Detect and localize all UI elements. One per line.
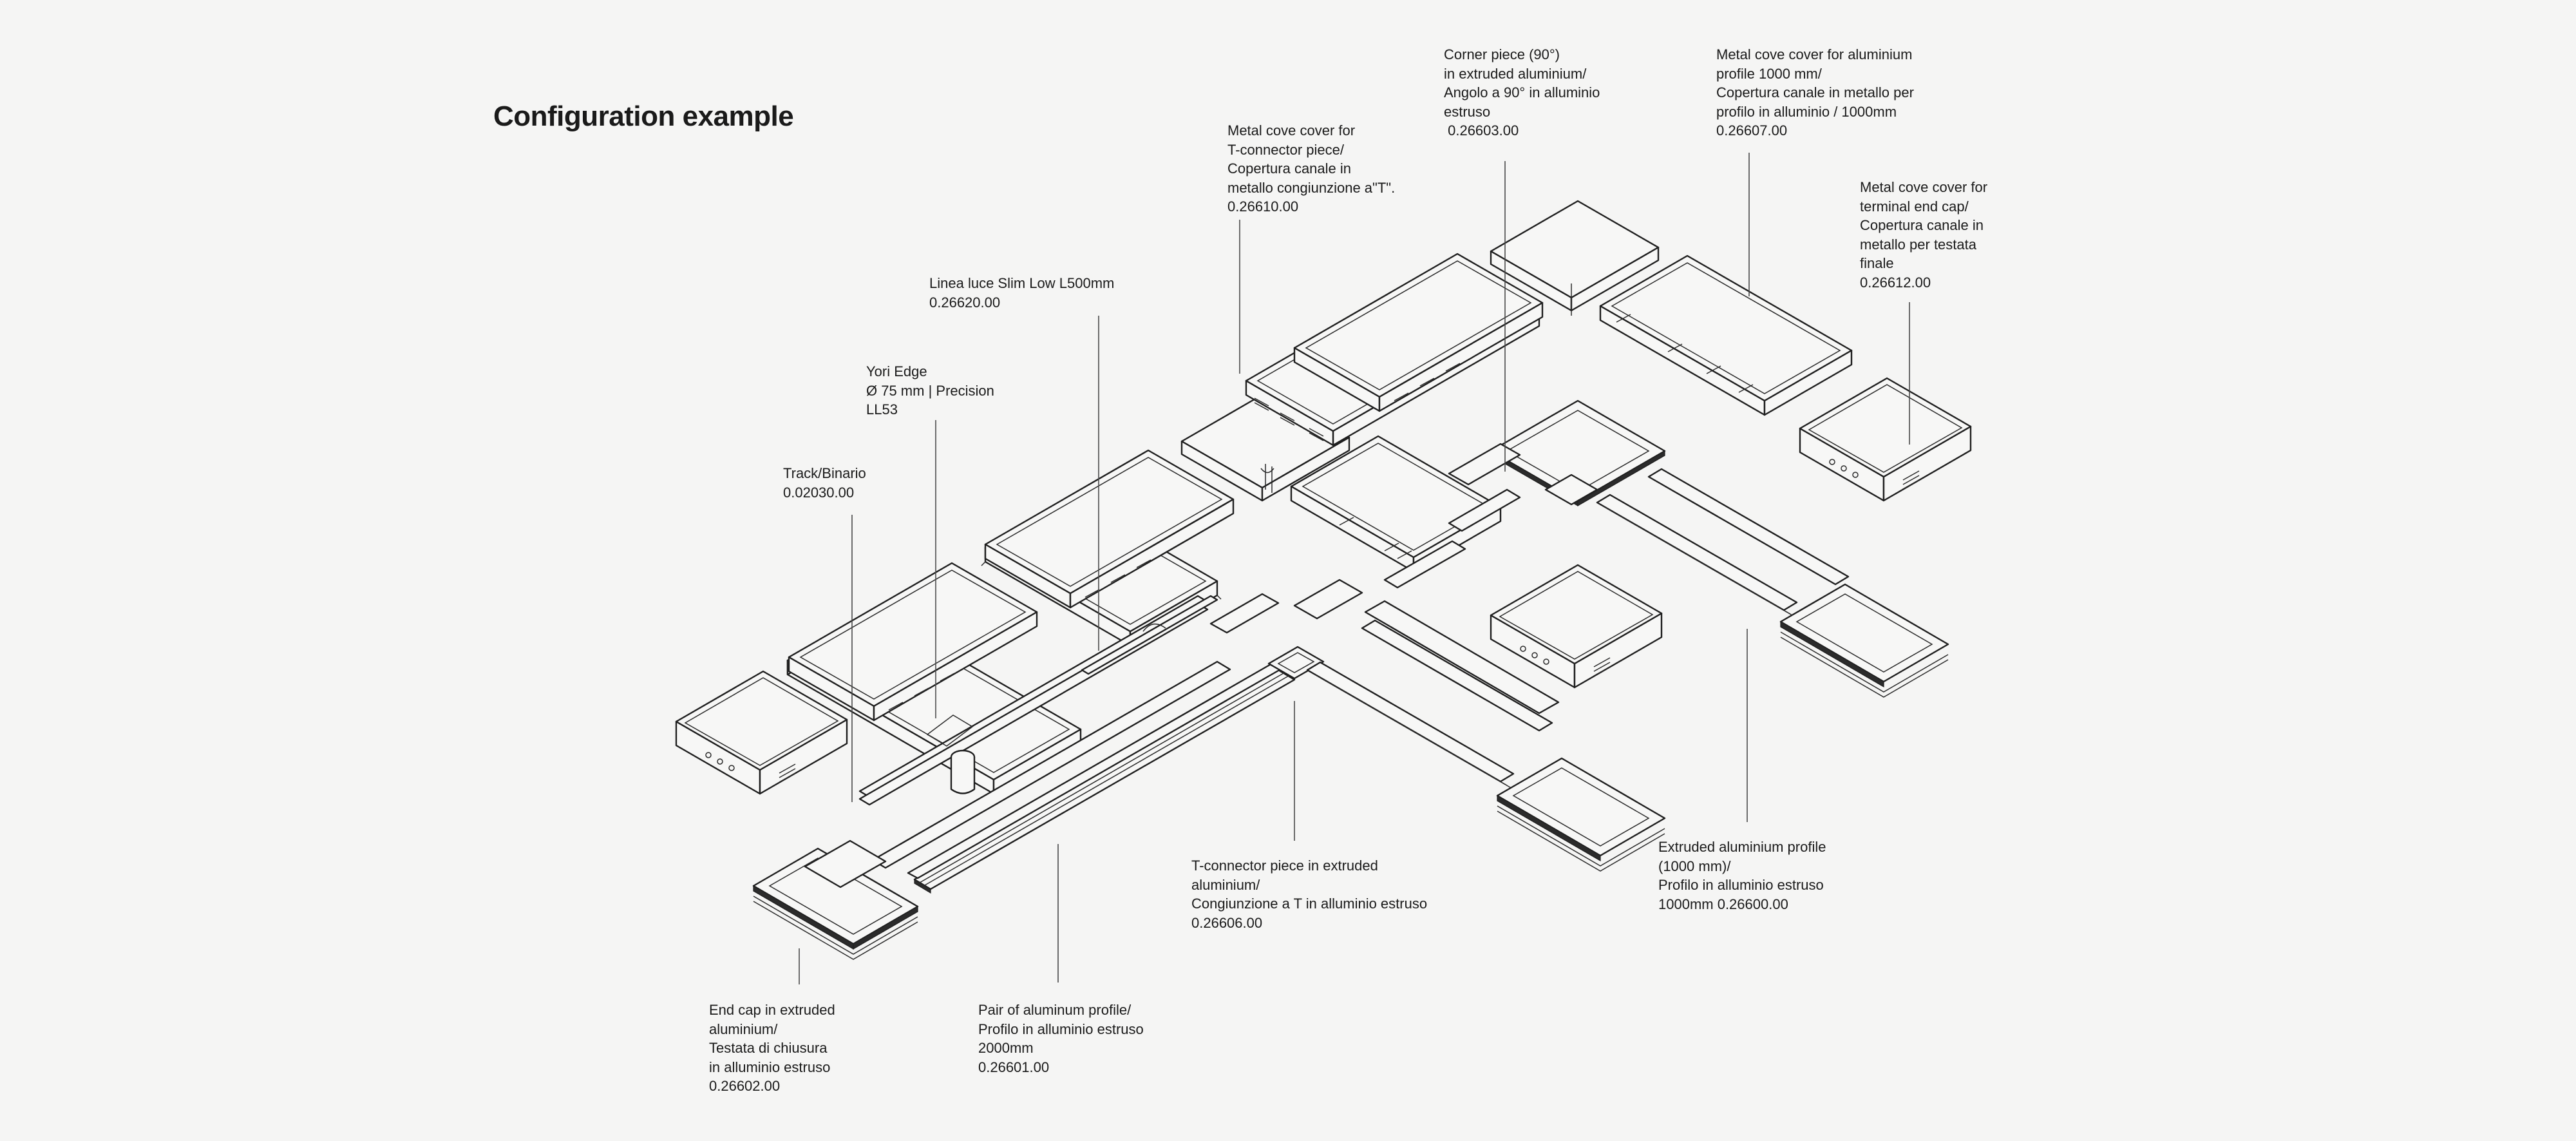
diffuser-end-left (804, 839, 887, 888)
label-corner-piece: Corner piece (90°)in extruded aluminium/… (1444, 46, 1600, 139)
profile-right-lower (1306, 619, 1553, 790)
cove-cover-middle (1290, 435, 1502, 573)
page-title: Configuration example (493, 101, 794, 132)
diffuser-mid-left (1209, 579, 1363, 634)
diffuser-mid-right (1364, 600, 1560, 714)
cove-cover-top-right (1599, 254, 1853, 416)
yori-edge-spot (926, 714, 976, 794)
end-cap-right (1779, 583, 1949, 698)
corner-cover (1490, 200, 1660, 316)
end-cover-right (1799, 377, 1972, 502)
t-connector-right (1544, 474, 1598, 506)
linea-luce (1081, 595, 1218, 675)
end-cover-middle (1490, 564, 1663, 689)
end-cap-left (752, 847, 919, 960)
profile-right (1596, 468, 1850, 618)
profile-pair (907, 662, 1296, 894)
profile-corner-left (1383, 488, 1521, 589)
left-covers-drawn (788, 253, 1544, 722)
label-extruded-profile: Extruded aluminium profile(1000 mm)/Prof… (1658, 839, 1826, 912)
diffuser-top (1448, 443, 1521, 486)
t-connector (1267, 646, 1325, 680)
label-profile-pair: Pair of aluminum profile/Profilo in allu… (978, 1002, 1144, 1075)
end-cap-mid (1496, 757, 1666, 872)
leader-lines (799, 153, 1910, 984)
diffuser-left (871, 660, 1231, 869)
